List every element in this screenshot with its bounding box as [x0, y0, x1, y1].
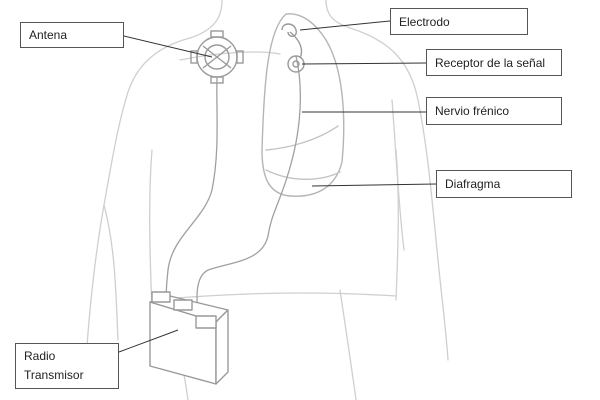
leader-receptor	[301, 62, 427, 65]
diaphragm-dome	[265, 169, 341, 180]
label-receptor: Receptor de la señal	[426, 49, 562, 76]
receiver-cable	[196, 55, 302, 313]
label-radio-line2: Transmisor	[24, 368, 84, 382]
leader-radio	[118, 329, 179, 353]
right-shoulder	[349, 27, 449, 361]
label-diafragma-text: Diafragma	[445, 177, 501, 191]
waistline	[151, 292, 397, 301]
label-antena-text: Antena	[29, 28, 68, 42]
electrode-hook	[281, 23, 297, 37]
label-antena: Antena	[20, 22, 124, 48]
right-hip	[339, 289, 357, 400]
electrode-receiver	[281, 23, 305, 73]
label-receptor-text: Receptor de la señal	[435, 55, 546, 70]
leader-lines	[118, 20, 437, 353]
left-arm-inner	[103, 204, 119, 341]
lung-outline	[261, 13, 345, 197]
lung-inner-line	[265, 125, 339, 151]
leader-antena	[123, 35, 213, 58]
radio-transmitter-device	[149, 291, 229, 385]
label-electrodo-text: Electrodo	[399, 14, 450, 29]
right-torso	[395, 149, 399, 301]
label-electrodo: Electrodo	[390, 8, 528, 35]
label-nervio-text: Nervio frénico	[435, 104, 510, 118]
leader-electrodo	[299, 20, 391, 31]
left-torso	[149, 149, 153, 311]
label-nervio-frenico: Nervio frénico	[426, 97, 562, 125]
body-outline	[85, 0, 449, 400]
leader-diafragma	[311, 183, 437, 187]
label-radio-line1: Radio	[24, 349, 56, 363]
label-radio-transmisor: Radio Transmisor	[15, 343, 119, 389]
label-diafragma: Diafragma	[436, 170, 572, 198]
antenna-cable	[165, 76, 218, 313]
left-shoulder	[85, 37, 191, 361]
neck-right	[325, 0, 351, 29]
neck-left	[189, 0, 223, 39]
